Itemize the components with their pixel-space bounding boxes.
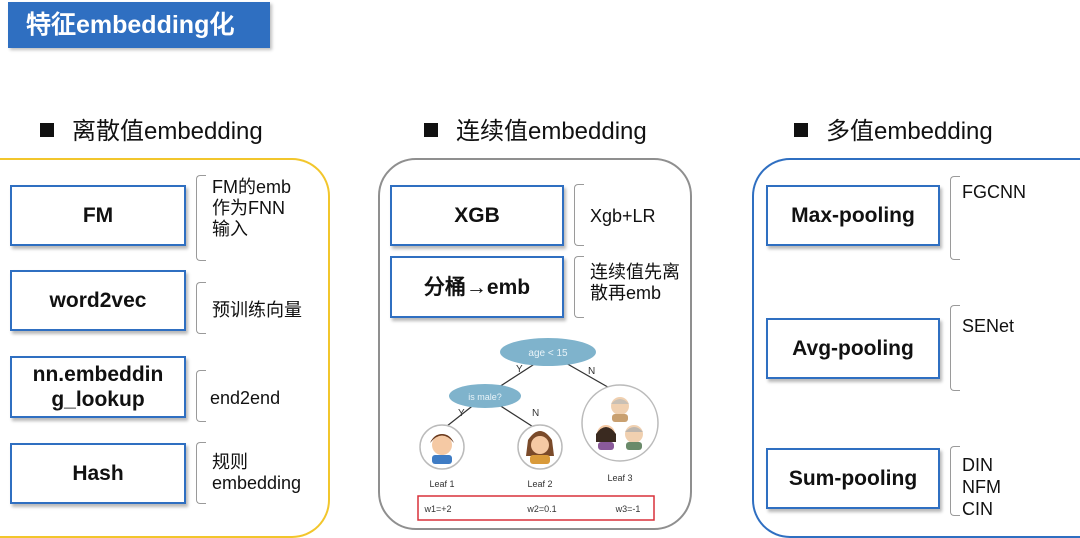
embedding-lookup-note: end2end bbox=[210, 388, 281, 408]
weight-1: w1=+2 bbox=[423, 504, 451, 514]
section-title-discrete-text: 离散值embedding bbox=[72, 118, 263, 145]
section-title-continuous: 连续值embedding bbox=[424, 118, 647, 146]
bullet-square-icon bbox=[794, 123, 808, 137]
branch-label-yes: Y bbox=[458, 408, 465, 419]
leaf-3-avatar bbox=[581, 384, 659, 462]
leaf-1-avatar bbox=[419, 424, 465, 470]
discrete-panel bbox=[0, 158, 330, 538]
bracket bbox=[196, 175, 206, 261]
tree-root-node bbox=[500, 338, 596, 366]
bracket bbox=[574, 256, 584, 318]
embedding-lookup-box: nn.embeddin g_lookup bbox=[10, 356, 186, 418]
word2vec-note: 预训练向量 bbox=[212, 300, 302, 320]
fm-box: FM bbox=[10, 185, 186, 246]
bracket bbox=[950, 446, 960, 516]
max-pooling-note: FGCNN bbox=[962, 182, 1026, 202]
avg-pooling-note: SENet bbox=[962, 316, 1015, 336]
page-title: 特征embedding化 bbox=[8, 2, 270, 48]
bullet-square-icon bbox=[40, 123, 54, 137]
decision-tree-diagram: age < 15 is male? Y N Y N Leaf 1 Leaf 2 … bbox=[417, 338, 659, 521]
section-title-continuous-text: 连续值embedding bbox=[456, 118, 647, 145]
branch-label-yes: Y bbox=[516, 364, 523, 375]
section-title-discrete: 离散值embedding bbox=[40, 118, 263, 146]
xgb-box: XGB bbox=[390, 185, 564, 246]
tree-child-node bbox=[449, 384, 521, 408]
section-title-multi: 多值embedding bbox=[794, 118, 993, 146]
leaf-2-label: Leaf 2 bbox=[527, 479, 552, 489]
bracket bbox=[196, 442, 206, 504]
bucket-emb-box: 分桶→emb bbox=[390, 256, 564, 318]
bracket bbox=[950, 305, 960, 391]
branch-label-no: N bbox=[532, 408, 539, 419]
hash-note: 规则 embedding bbox=[212, 452, 302, 493]
sum-pooling-note: DIN NFM CIN bbox=[962, 455, 1001, 519]
leaf-3-label: Leaf 3 bbox=[607, 473, 632, 483]
avg-pooling-box: Avg-pooling bbox=[766, 318, 940, 379]
sum-pooling-box: Sum-pooling bbox=[766, 448, 940, 509]
bucket-emb-note: 连续值先离 散再emb bbox=[590, 262, 680, 303]
tree-child-label: is male? bbox=[468, 392, 502, 402]
multi-panel bbox=[752, 158, 1080, 538]
bracket bbox=[196, 370, 206, 422]
continuous-panel bbox=[378, 158, 692, 530]
leaf-1-label: Leaf 1 bbox=[429, 479, 454, 489]
branch-label-no: N bbox=[588, 366, 595, 377]
bracket bbox=[950, 176, 960, 260]
word2vec-box: word2vec bbox=[10, 270, 186, 331]
max-pooling-box: Max-pooling bbox=[766, 185, 940, 246]
bracket bbox=[196, 282, 206, 334]
fm-note: FM的emb 作为FNN 输入 bbox=[212, 177, 292, 239]
bullet-square-icon bbox=[424, 123, 438, 137]
leaf-2-avatar bbox=[517, 424, 563, 470]
weights-box bbox=[417, 495, 655, 521]
weight-3: w3=-1 bbox=[615, 504, 641, 514]
hash-box: Hash bbox=[10, 443, 186, 504]
tree-root-label: age < 15 bbox=[528, 348, 568, 359]
xgb-note: Xgb+LR bbox=[590, 206, 656, 226]
bracket bbox=[574, 184, 584, 246]
section-title-multi-text: 多值embedding bbox=[826, 118, 993, 145]
weight-2: w2=0.1 bbox=[526, 504, 556, 514]
